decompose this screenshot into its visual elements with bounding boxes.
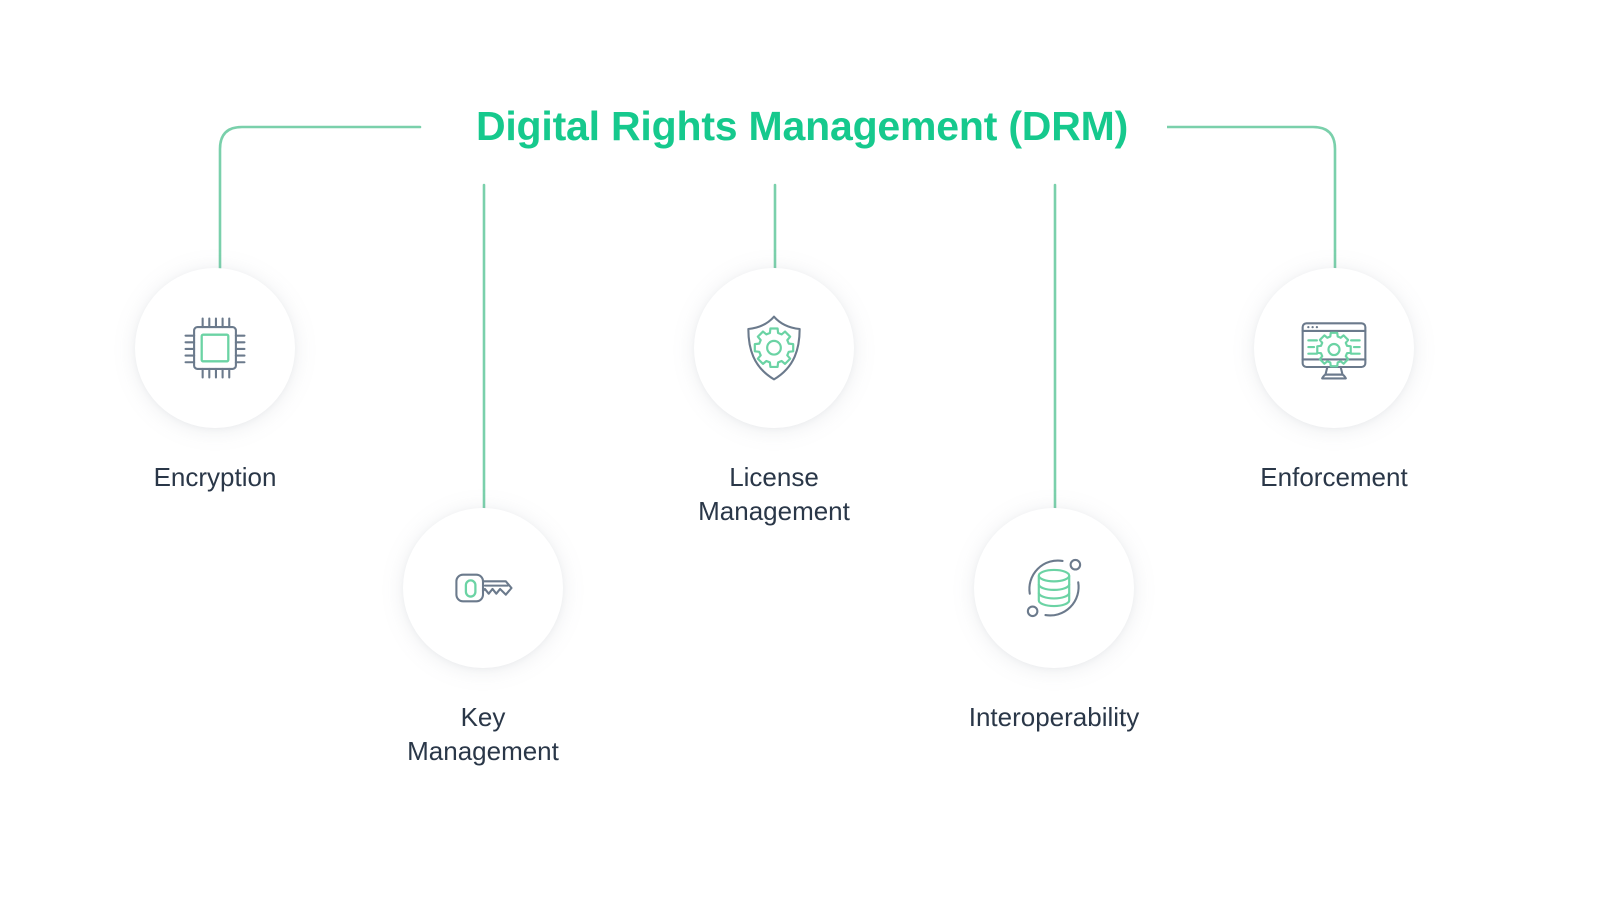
- page-title: Digital Rights Management (DRM): [475, 103, 1129, 149]
- shield-gear-icon: [747, 315, 801, 381]
- node-key-management-label: Key Management: [407, 702, 559, 766]
- node-encryption-circle[interactable]: [135, 268, 295, 428]
- node-interoperability-label: Interoperability: [968, 702, 1140, 732]
- node-interoperability-circle[interactable]: [974, 508, 1134, 668]
- cpu-chip-icon: [184, 317, 246, 379]
- node-license-management-label: License Management: [698, 462, 850, 526]
- database-sync-icon: [1026, 558, 1082, 618]
- node-enforcement-circle[interactable]: [1254, 268, 1414, 428]
- node-enforcement-label: Enforcement: [1260, 462, 1408, 492]
- key-icon: [455, 573, 513, 603]
- title-backdrop: [437, 99, 1167, 153]
- node-encryption-label: Encryption: [153, 462, 277, 492]
- node-license-management-circle[interactable]: [694, 268, 854, 428]
- monitor-gear-icon: [1301, 322, 1367, 380]
- node-key-management-circle[interactable]: [403, 508, 563, 668]
